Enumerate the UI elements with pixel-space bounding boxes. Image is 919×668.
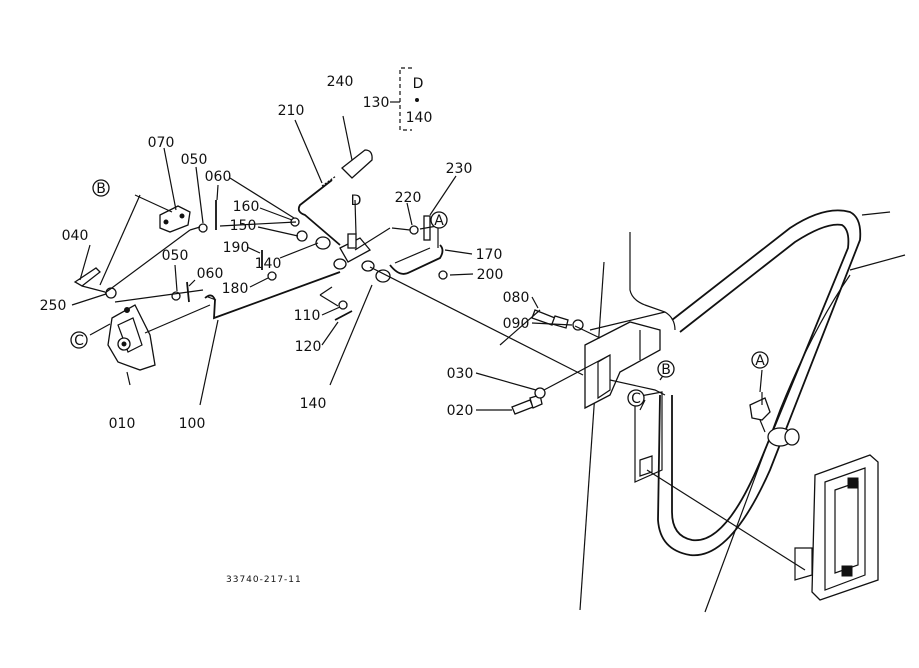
part-030-washer <box>534 387 546 399</box>
label-230: 230 <box>446 161 473 177</box>
ref-bracket-130 <box>390 67 419 131</box>
part-170-rod <box>389 244 444 275</box>
part-010-handle-base <box>107 304 156 371</box>
label-080: 080 <box>503 290 530 306</box>
ref-a-mid-text: A <box>434 213 444 229</box>
label-050-top: 050 <box>181 152 208 168</box>
label-100: 100 <box>179 416 206 432</box>
label-110: 110 <box>294 308 321 324</box>
ref-d-top-text: D <box>413 76 424 92</box>
part-220-washer <box>409 225 419 235</box>
ref-b-left-text: B <box>96 181 106 197</box>
ref-b-door-text: B <box>661 362 671 378</box>
part-090-washer <box>572 319 584 331</box>
label-leaders <box>71 115 763 411</box>
ref-mark-b-left: B <box>92 179 110 197</box>
label-220: 220 <box>395 190 422 206</box>
cab-frame <box>579 209 906 613</box>
label-240: 240 <box>327 74 354 90</box>
label-180: 180 <box>222 281 249 297</box>
label-150: 150 <box>230 218 257 234</box>
label-040: 040 <box>62 228 89 244</box>
label-160: 160 <box>233 199 260 215</box>
door-handle-plate <box>794 454 879 601</box>
label-010: 010 <box>109 416 136 432</box>
leader-lines <box>89 177 806 571</box>
ref-mark-c-left: C <box>70 331 88 349</box>
ref-d-mid-text: D <box>351 193 362 209</box>
label-070: 070 <box>148 135 175 151</box>
part-240-grip <box>341 149 373 179</box>
label-050-mid: 050 <box>162 248 189 264</box>
door-bracket <box>584 321 666 483</box>
door-latch-lock <box>749 392 800 447</box>
ref-mark-a-mid: A <box>430 211 448 229</box>
label-170: 170 <box>476 247 503 263</box>
ref-a-right-text: A <box>755 353 765 369</box>
part-210-main-rod <box>297 175 341 246</box>
part-250-nut <box>105 287 117 299</box>
label-140-b: 140 <box>300 396 327 412</box>
label-210: 210 <box>278 103 305 119</box>
label-030: 030 <box>447 366 474 382</box>
part-040-lever <box>73 267 106 293</box>
label-120: 120 <box>295 339 322 355</box>
label-250: 250 <box>40 298 67 314</box>
ref-mark-b-door: B <box>657 360 675 378</box>
ref-mark-a-right: A <box>751 351 769 369</box>
label-090: 090 <box>503 316 530 332</box>
drawing-number: 33740-217-11 <box>226 575 302 585</box>
part-200-nut <box>438 270 448 280</box>
label-060-mid: 060 <box>197 266 224 282</box>
part-050-washer-top <box>198 223 208 233</box>
part-070-bracket <box>159 205 191 233</box>
part-labels: 240 210 130 140 070 050 060 160 150 190 … <box>40 74 530 432</box>
label-140-a: 140 <box>255 256 282 272</box>
label-190: 190 <box>223 240 250 256</box>
part-100-link-rod <box>204 271 341 320</box>
label-060-top: 060 <box>205 169 232 185</box>
ref-c-door-text: C <box>631 391 641 407</box>
label-200: 200 <box>477 267 504 283</box>
ref-mark-c-door: C <box>627 389 645 407</box>
label-140-ref: 140 <box>406 110 433 126</box>
ref-c-left-text: C <box>74 333 84 349</box>
label-130: 130 <box>363 95 390 111</box>
label-020: 020 <box>447 403 474 419</box>
